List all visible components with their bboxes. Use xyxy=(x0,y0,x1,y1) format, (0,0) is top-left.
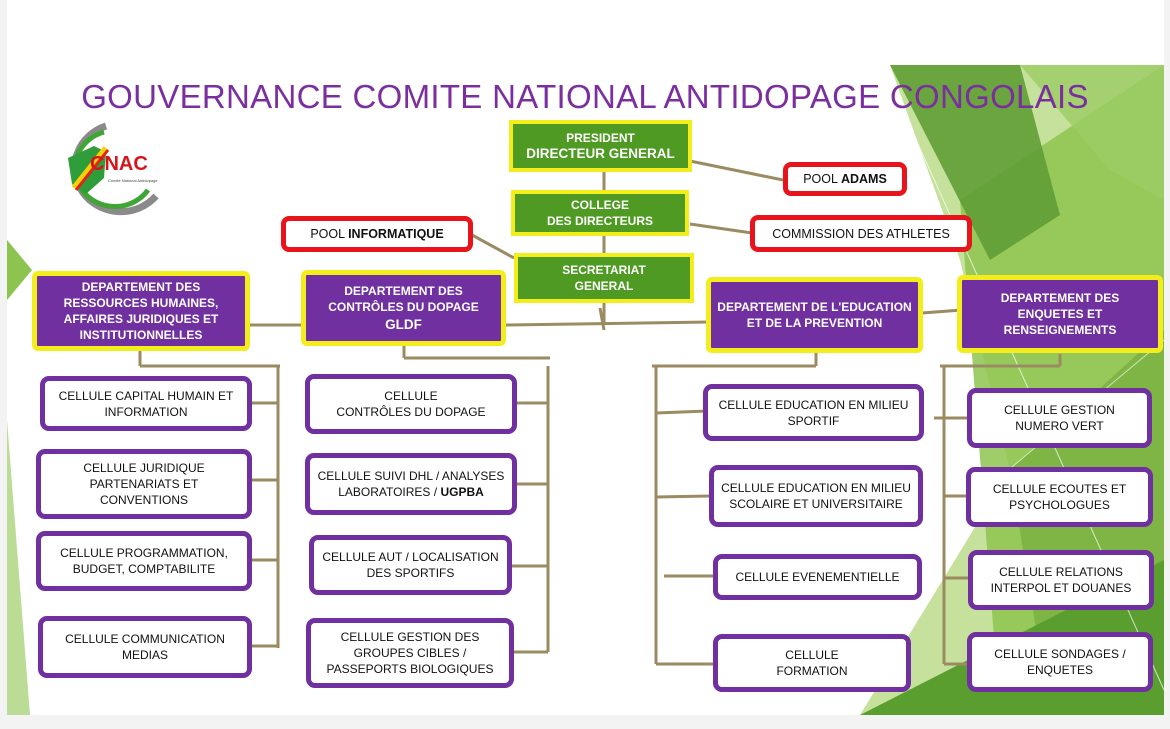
pool-adams-prefix: POOL xyxy=(803,172,841,186)
cell-aut-localisation-label: CELLULE AUT / LOCALISATION DES SPORTIFS xyxy=(322,550,499,580)
dept-rh-box: DEPARTEMENT DES RESSOURCES HUMAINES, AFF… xyxy=(32,271,250,351)
cell-education-sportif: CELLULE EDUCATION EN MILIEU SPORTIF xyxy=(703,384,924,441)
commission-athletes-box: COMMISSION DES ATHLETES xyxy=(750,215,972,252)
cell-programmation-label: CELLULE PROGRAMMATION, BUDGET, COMPTABIL… xyxy=(60,546,228,576)
president-line2: DIRECTEUR GENERAL xyxy=(526,146,675,161)
cell-controles-dopage: CELLULE CONTRÔLES DU DOPAGE xyxy=(305,374,517,434)
svg-text:Comité National Antidopage: Comité National Antidopage xyxy=(108,178,158,183)
cell-evenementielle-label: CELLULE EVENEMENTIELLE xyxy=(735,570,900,584)
pool-adams-box: POOL ADAMS xyxy=(783,162,907,196)
cell-ecoutes-label: CELLULE ECOUTES ET PSYCHOLOGUES xyxy=(992,482,1127,512)
president-box: PRESIDENT DIRECTEUR GENERAL xyxy=(509,120,692,172)
secretariat-line1: SECRETARIAT xyxy=(562,263,646,277)
cell-education-scolaire-label: CELLULE EDUCATION EN MILIEU SCOLAIRE ET … xyxy=(721,481,911,511)
cell-numero-vert-label: CELLULE GESTION NUMERO VERT xyxy=(1004,403,1115,433)
dept-enquetes-label: DEPARTEMENT DES ENQUETES ET RENSEIGNEMEN… xyxy=(1000,291,1120,337)
cell-aut-localisation: CELLULE AUT / LOCALISATION DES SPORTIFS xyxy=(309,535,512,595)
cell-ecoutes: CELLULE ECOUTES ET PSYCHOLOGUES xyxy=(966,467,1153,527)
dept-education-box: DEPARTEMENT DE L'EDUCATION ET DE LA PREV… xyxy=(706,277,923,353)
cell-education-sportif-label: CELLULE EDUCATION EN MILIEU SPORTIF xyxy=(718,397,909,428)
cell-communication-label: CELLULE COMMUNICATION MEDIAS xyxy=(65,632,225,662)
pool-adams-name: ADAMS xyxy=(840,172,887,186)
college-line1: COLLEGE xyxy=(570,198,629,212)
cell-education-scolaire: CELLULE EDUCATION EN MILIEU SCOLAIRE ET … xyxy=(709,465,923,527)
cell-juridique-label: CELLULE JURIDIQUE PARTENARIATS ET CONVEN… xyxy=(83,461,205,507)
cell-groupes-cibles: CELLULE GESTION DES GROUPES CIBLES / PAS… xyxy=(306,618,514,688)
cell-capital-humain-label: CELLULE CAPITAL HUMAIN ET INFORMATION xyxy=(58,388,234,419)
pool-informatique-box: POOL INFORMATIQUE xyxy=(281,216,473,252)
cell-numero-vert: CELLULE GESTION NUMERO VERT xyxy=(967,388,1152,448)
svg-text:CNAC: CNAC xyxy=(90,153,148,175)
college-line2: DES DIRECTEURS xyxy=(546,214,653,228)
cell-suivi-dhl: CELLULE SUIVI DHL / ANALYSES LABORATOIRE… xyxy=(305,453,517,515)
dept-enquetes-box: DEPARTEMENT DES ENQUETES ET RENSEIGNEMEN… xyxy=(957,275,1163,353)
cell-sondages: CELLULE SONDAGES / ENQUETES xyxy=(967,632,1153,692)
dept-controles-line1: DEPARTEMENT DES CONTRÔLES DU DOPAGE xyxy=(328,284,479,314)
cell-groupes-cibles-label: CELLULE GESTION DES GROUPES CIBLES / PAS… xyxy=(326,630,494,676)
cell-controles-line2: CONTRÔLES DU DOPAGE xyxy=(336,405,486,419)
dept-rh-label: DEPARTEMENT DES RESSOURCES HUMAINES, AFF… xyxy=(63,280,219,342)
cell-formation-line1: CELLULE xyxy=(785,648,839,662)
cell-programmation: CELLULE PROGRAMMATION, BUDGET, COMPTABIL… xyxy=(36,531,252,591)
commission-athletes-label: COMMISSION DES ATHLETES xyxy=(772,226,950,241)
cell-formation: CELLULE FORMATION xyxy=(713,634,911,692)
cell-suivi-dhl-text: CELLULE SUIVI DHL / ANALYSES LABORATOIRE… xyxy=(317,469,505,499)
cell-interpol-label: CELLULE RELATIONS INTERPOL ET DOUANES xyxy=(990,565,1132,595)
cell-controles-line1: CELLULE xyxy=(384,389,438,403)
cell-formation-line2: FORMATION xyxy=(776,664,848,678)
dept-controles-gldf: GLDF xyxy=(385,317,422,332)
cell-interpol: CELLULE RELATIONS INTERPOL ET DOUANES xyxy=(968,550,1154,610)
pool-informatique-name: INFORMATIQUE xyxy=(348,227,444,241)
secretariat-line2: GENERAL xyxy=(574,279,634,293)
cell-suivi-dhl-ugpba: UGPBA xyxy=(440,485,484,499)
dept-controles-box: DEPARTEMENT DES CONTRÔLES DU DOPAGE GLDF xyxy=(301,270,506,346)
pool-informatique-prefix: POOL xyxy=(310,227,349,241)
cell-sondages-label: CELLULE SONDAGES / ENQUETES xyxy=(994,647,1126,677)
president-line1: PRESIDENT xyxy=(566,131,635,145)
cell-capital-humain: CELLULE CAPITAL HUMAIN ET INFORMATION xyxy=(40,376,252,431)
cell-juridique: CELLULE JURIDIQUE PARTENARIATS ET CONVEN… xyxy=(36,449,252,519)
cell-communication: CELLULE COMMUNICATION MEDIAS xyxy=(38,616,252,678)
page-title: GOUVERNANCE COMITE NATIONAL ANTIDOPAGE C… xyxy=(81,78,1089,115)
secretariat-box: SECRETARIAT GENERAL xyxy=(514,253,694,303)
college-box: COLLEGE DES DIRECTEURS xyxy=(511,190,689,236)
cell-evenementielle: CELLULE EVENEMENTIELLE xyxy=(713,554,922,600)
dept-education-label: DEPARTEMENT DE L'EDUCATION ET DE LA PREV… xyxy=(717,300,912,330)
cnac-logo: CNAC Comité National Antidopage xyxy=(68,122,159,216)
